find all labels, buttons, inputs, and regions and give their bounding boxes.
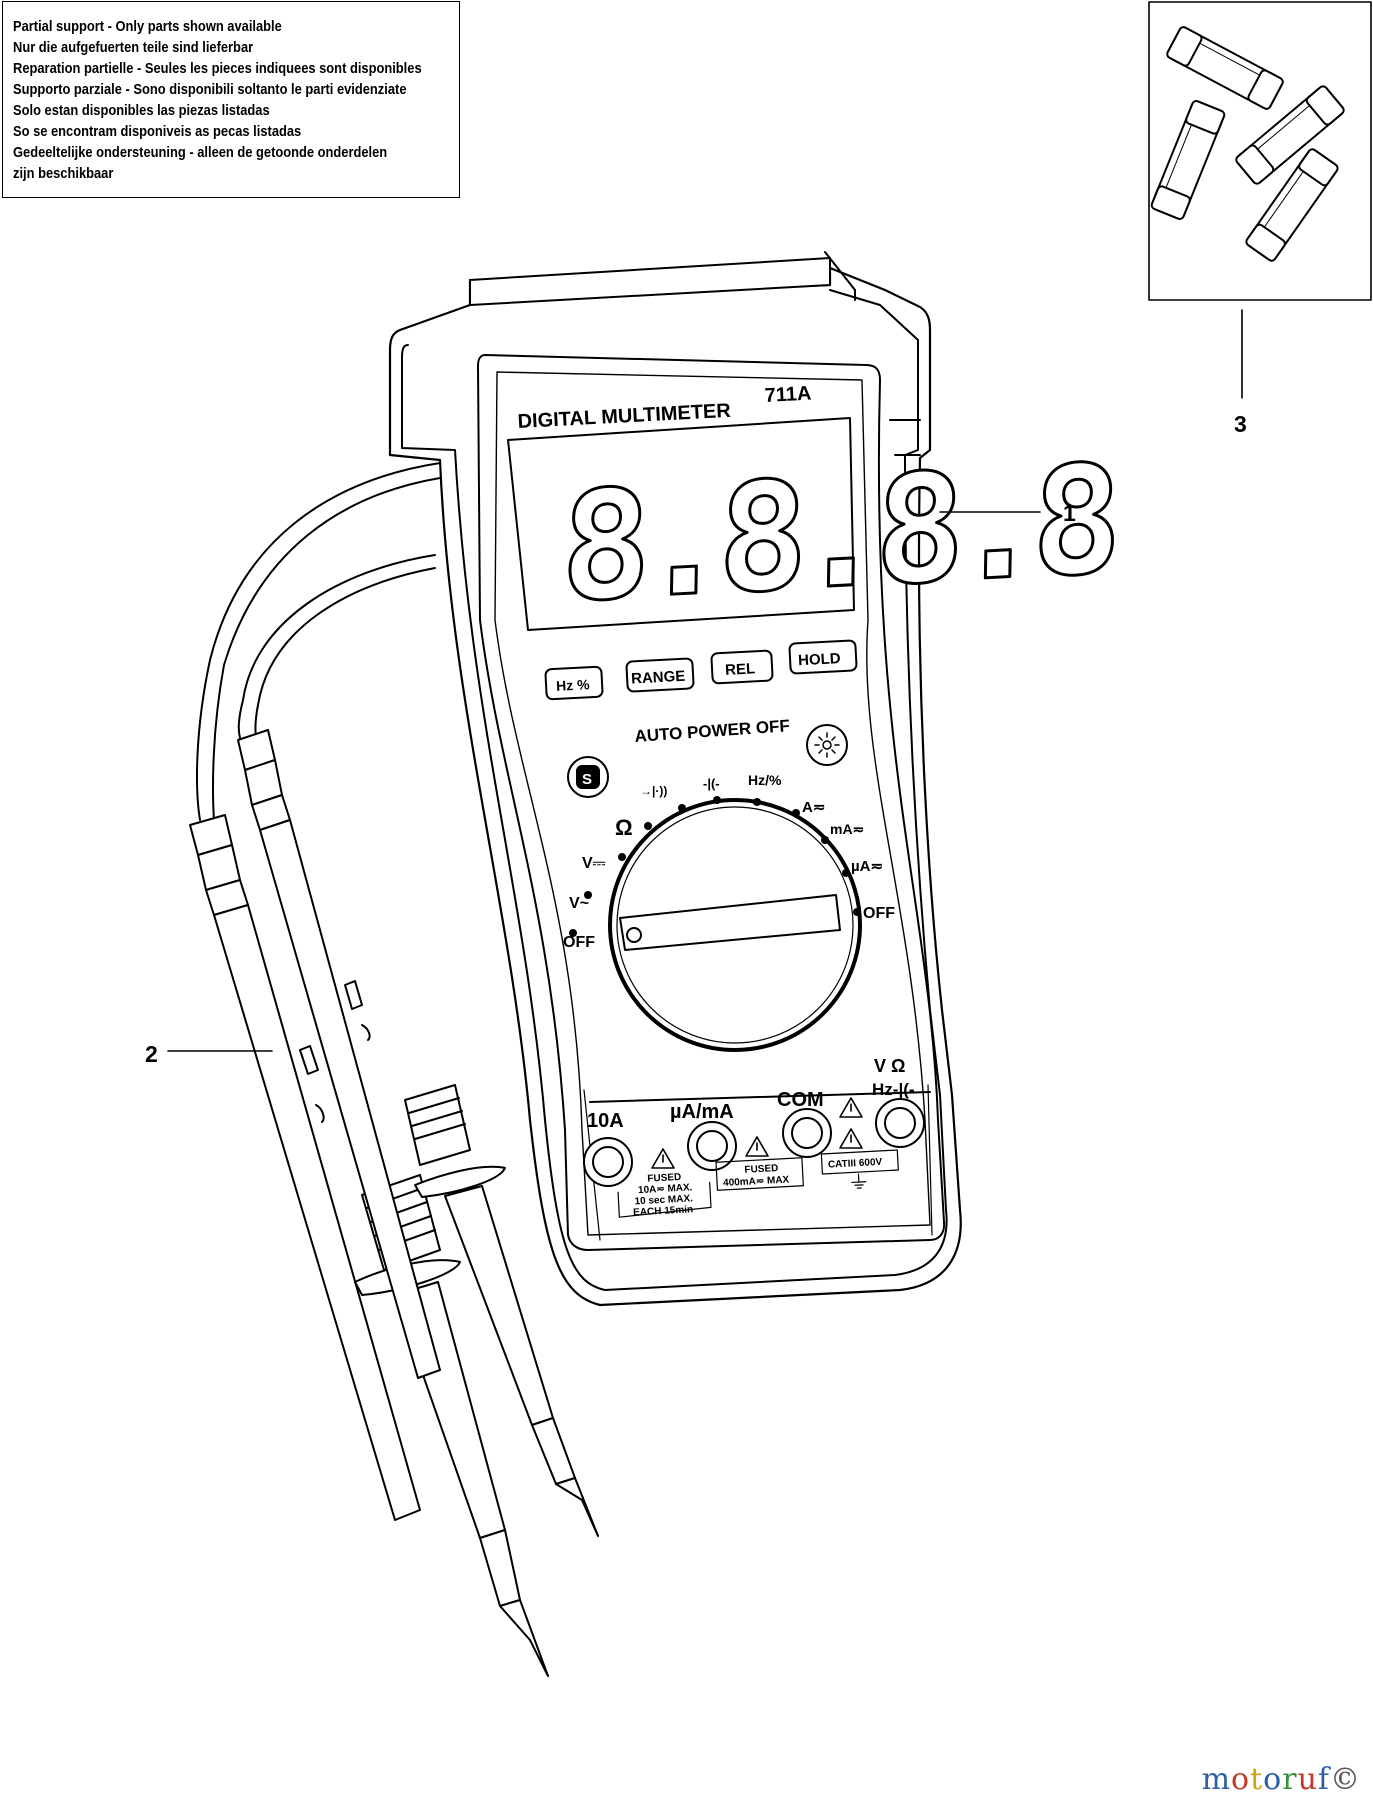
- multimeter-part[interactable]: DIGITAL MULTIMETER 711A 8.8.8.8 Hz % RAN…: [388, 251, 1116, 1307]
- watermark-letter: t: [1250, 1762, 1264, 1797]
- dial-amp: A≂: [802, 799, 825, 816]
- test-leads-part[interactable]: 2: [145, 462, 599, 1677]
- fuse: [1245, 148, 1339, 262]
- notice-line: zijn beschikbaar: [13, 165, 114, 182]
- lcd-digits: 8.8.8.8: [558, 432, 1116, 637]
- callout-2: 2: [145, 1041, 158, 1067]
- rel-button[interactable]: REL: [710, 649, 774, 685]
- notice-line: Supporto parziale - Sono disponibili sol…: [13, 81, 407, 98]
- jack-ua-ma[interactable]: [687, 1121, 737, 1171]
- fuses-part[interactable]: 3: [1148, 1, 1372, 437]
- svg-text:10 sec MAX.: 10 sec MAX.: [634, 1193, 693, 1207]
- dial-vdc: V⎓: [582, 855, 606, 872]
- jack-ua-ma-label: µA/mA: [670, 1101, 734, 1123]
- notice-line: Nur die aufgefuerten teile sind lieferba…: [13, 39, 254, 56]
- svg-text:10A≂ MAX.: 10A≂ MAX.: [638, 1182, 693, 1196]
- cat-rating: CATIII 600V: [820, 1149, 899, 1189]
- svg-text:400mA≂ MAX: 400mA≂ MAX: [723, 1174, 790, 1188]
- jack-10a-label: 10A: [587, 1110, 624, 1132]
- lcd-display: [507, 417, 855, 631]
- fuse-rating-10a: FUSED 10A≂ MAX. 10 sec MAX. EACH 15min: [617, 1172, 712, 1218]
- callout-3: 3: [1234, 411, 1247, 437]
- notice-line: Solo estan disponibles las piezas listad…: [13, 102, 270, 119]
- jack-v-ohm-label: V Ω: [874, 1056, 905, 1076]
- range-label: RANGE: [631, 668, 686, 688]
- dial-diode: →|·)): [640, 784, 667, 798]
- watermark-letter: u: [1297, 1762, 1318, 1797]
- watermark-letter: r: [1282, 1762, 1298, 1797]
- fuse-rating-ma: FUSED 400mA≂ MAX: [715, 1157, 804, 1191]
- notice-line: Gedeeltelijke ondersteuning - alleen de …: [13, 144, 388, 161]
- dial-hz: Hz/%: [748, 772, 782, 788]
- dial-position-dots: [569, 796, 861, 937]
- dial-capacitance: -|(-: [703, 776, 720, 791]
- watermark-letter: o: [1231, 1762, 1251, 1797]
- svg-text:FUSED: FUSED: [647, 1172, 681, 1185]
- svg-text:EACH 15min: EACH 15min: [633, 1204, 694, 1218]
- jack-v-ohm-hz[interactable]: [875, 1098, 925, 1148]
- hold-button[interactable]: HOLD: [788, 639, 858, 675]
- rotary-selector-dial[interactable]: [569, 796, 862, 1052]
- backlight-button[interactable]: [806, 724, 848, 766]
- hz-percent-label: Hz %: [556, 676, 591, 694]
- callout-1: 1: [1063, 500, 1076, 526]
- fuses-frame: [1148, 1, 1372, 301]
- partial-support-notice: Partial support - Only parts shown avail…: [2, 1, 460, 198]
- notice-line: So se encontram disponiveis as pecas lis…: [13, 123, 302, 140]
- motoruf-watermark: motoruf©: [1202, 1762, 1361, 1797]
- select-key-label: S: [582, 771, 592, 788]
- dial-microamp: µA≂: [851, 858, 883, 875]
- jack-com-label: COM: [777, 1089, 824, 1111]
- svg-text:CATIII 600V: CATIII 600V: [828, 1157, 883, 1171]
- hz-percent-button[interactable]: Hz %: [544, 665, 604, 701]
- jack-com[interactable]: [782, 1108, 832, 1158]
- hold-label: HOLD: [798, 650, 841, 669]
- warning-icon: [651, 1097, 863, 1169]
- dial-ohm: Ω: [615, 815, 633, 840]
- watermark-letter: o: [1263, 1762, 1283, 1797]
- jack-hz-cap-label: Hz-|(-: [872, 1080, 915, 1099]
- fuse: [1150, 100, 1226, 220]
- select-button[interactable]: S: [567, 756, 609, 798]
- dial-off-right: OFF: [863, 905, 895, 922]
- watermark-letter: ©: [1330, 1762, 1361, 1797]
- range-button[interactable]: RANGE: [625, 657, 695, 693]
- watermark-letter: f: [1317, 1762, 1330, 1797]
- dial-off-left: OFF: [563, 934, 595, 951]
- jack-10a[interactable]: [583, 1137, 633, 1187]
- test-probe-red: [237, 729, 599, 1537]
- fuse: [1166, 26, 1284, 110]
- rel-label: REL: [725, 660, 756, 679]
- ground-icon: [851, 1173, 867, 1189]
- fuse: [1235, 85, 1345, 185]
- svg-text:FUSED: FUSED: [744, 1163, 778, 1176]
- lcd-reading: 8.8.8.8: [559, 434, 1114, 636]
- dial-vac: V~: [569, 895, 589, 912]
- dial-milliamp: mA≂: [830, 821, 864, 837]
- notice-line: Partial support - Only parts shown avail…: [13, 18, 282, 35]
- meter-model: 711A: [764, 383, 812, 407]
- watermark-letter: m: [1201, 1762, 1232, 1797]
- backlight-icon: [814, 732, 840, 758]
- notice-line: Reparation partielle - Seules les pieces…: [13, 60, 422, 77]
